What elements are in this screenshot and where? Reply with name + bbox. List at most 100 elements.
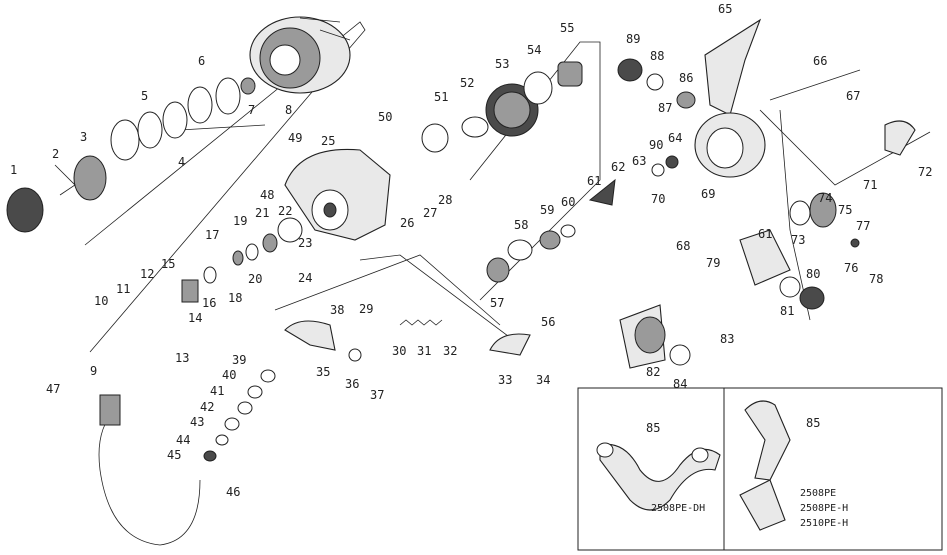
part-label-44: 44 [176, 433, 191, 447]
part-label-30: 30 [392, 344, 407, 358]
part-label-9: 9 [90, 364, 98, 378]
pinion-stack [181, 217, 303, 303]
part-label-11: 11 [116, 282, 131, 296]
part-label-43: 43 [190, 415, 205, 429]
part-label-85a: 85 [646, 421, 661, 435]
part-label-31: 31 [417, 344, 432, 358]
part-label-63: 63 [632, 154, 647, 168]
part-label-59: 59 [540, 203, 555, 217]
part-label-28: 28 [438, 193, 453, 207]
drive-gear-part [789, 192, 860, 248]
side-plate-part [619, 304, 691, 369]
part-label-73: 73 [791, 233, 806, 247]
part-label-41: 41 [210, 384, 225, 398]
handle-variant-right [739, 400, 791, 531]
part-label-24: 24 [298, 271, 313, 285]
part-label-18: 18 [228, 291, 243, 305]
part-label-6: 6 [198, 54, 206, 68]
part-label-61b: 61 [758, 227, 773, 241]
leader-1 [179, 124, 266, 131]
spring-part [399, 319, 443, 326]
part-label-74: 74 [818, 191, 833, 205]
rotor-part [694, 18, 916, 178]
part-label-23: 23 [298, 236, 313, 250]
bail-lines [274, 254, 501, 326]
part-label-85b: 85 [806, 416, 821, 430]
part-label-36: 36 [345, 377, 360, 391]
pinion-gear-group [421, 61, 616, 283]
part-label-87: 87 [658, 101, 673, 115]
part-label-58: 58 [514, 218, 529, 232]
part-label-84: 84 [673, 377, 688, 391]
part-label-83: 83 [720, 332, 735, 346]
part-label-3: 3 [80, 130, 88, 144]
part-label-21: 21 [255, 206, 270, 220]
part-label-52: 52 [460, 76, 475, 90]
part-label-13: 13 [175, 351, 190, 365]
part-label-48: 48 [260, 188, 275, 202]
part-label-66: 66 [813, 54, 828, 68]
part-label-10: 10 [94, 294, 109, 308]
spool-part [249, 16, 351, 94]
part-label-78: 78 [869, 272, 884, 286]
part-label-88: 88 [650, 49, 665, 63]
bail-holder-part [99, 394, 121, 426]
part-label-14: 14 [188, 311, 203, 325]
part-label-77: 77 [856, 219, 871, 233]
part-label-35: 35 [316, 365, 331, 379]
part-label-57: 57 [490, 296, 505, 310]
part-label-40: 40 [222, 368, 237, 382]
part-label-45: 45 [167, 448, 182, 462]
part-label-25: 25 [321, 134, 336, 148]
inset-model-right-3: 2510PE-H [800, 518, 849, 529]
handle-variants-box [577, 387, 943, 551]
part-label-79: 79 [706, 256, 721, 270]
roller-lines [359, 254, 521, 346]
part-label-22: 22 [278, 204, 293, 218]
part-label-86: 86 [679, 71, 694, 85]
part-label-90: 90 [649, 138, 664, 152]
part-label-39: 39 [232, 353, 247, 367]
part-label-33: 33 [498, 373, 513, 387]
part-label-4: 4 [178, 155, 186, 169]
part-label-82: 82 [646, 365, 661, 379]
rotor-washers [617, 58, 696, 177]
spool-group-outline [84, 21, 366, 353]
inset-model-right-1: 2508PE [800, 488, 837, 499]
part-label-37: 37 [370, 388, 385, 402]
bail-wire-part [98, 409, 201, 546]
part-label-61a: 61 [587, 174, 602, 188]
part-label-1: 1 [10, 163, 18, 177]
part-label-32: 32 [443, 344, 458, 358]
part-label-12: 12 [140, 267, 155, 281]
part-label-75: 75 [838, 203, 853, 217]
part-label-34: 34 [536, 373, 551, 387]
part-label-15: 15 [161, 257, 176, 271]
part-label-8: 8 [285, 103, 293, 117]
part-label-42: 42 [200, 400, 215, 414]
drag-washers [110, 77, 256, 161]
bail-cover-part [489, 333, 531, 356]
part-label-50: 50 [378, 110, 393, 124]
part-label-71: 71 [863, 178, 878, 192]
part-label-38: 38 [330, 303, 345, 317]
part-label-64: 64 [668, 131, 683, 145]
reel-body-part [284, 148, 391, 241]
part-label-19: 19 [233, 214, 248, 228]
part-label-16: 16 [202, 296, 217, 310]
part-label-60: 60 [561, 195, 576, 209]
drag-knob-part [6, 155, 107, 233]
part-label-7: 7 [248, 103, 256, 117]
part-label-72: 72 [918, 165, 933, 179]
part-label-76: 76 [844, 261, 859, 275]
part-label-70: 70 [651, 192, 666, 206]
part-label-53: 53 [495, 57, 510, 71]
part-label-81: 81 [780, 304, 795, 318]
part-label-80: 80 [806, 267, 821, 281]
part-label-69: 69 [701, 187, 716, 201]
part-label-65: 65 [718, 2, 733, 16]
inset-model-left: 2508PE-DH [651, 503, 706, 514]
shaft-part [739, 229, 825, 310]
inset-model-right-2: 2508PE-H [800, 503, 849, 514]
